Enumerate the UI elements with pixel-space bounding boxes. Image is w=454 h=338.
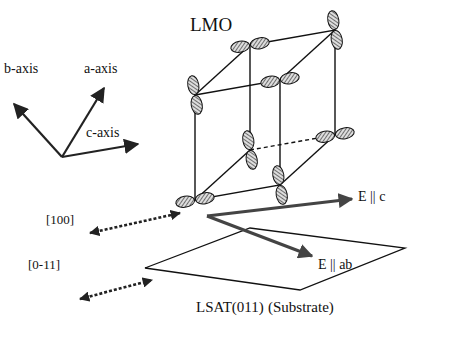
polarization-arrows <box>207 199 352 256</box>
axis-label: a-axis <box>84 60 117 77</box>
cube <box>195 30 335 200</box>
orbital-lobe <box>230 40 251 54</box>
orbital-lobe <box>330 29 344 50</box>
dir-100-arrow <box>90 213 180 233</box>
substrate-label: (Substrate) <box>268 298 334 316</box>
e-c-arrow <box>207 199 352 216</box>
dir-0-11-arrow <box>80 280 152 299</box>
cube-back <box>250 30 335 135</box>
direction-arrows <box>80 213 180 299</box>
orbital-lobe <box>175 195 196 209</box>
orbital-lobe <box>271 165 285 186</box>
orbital-lobe <box>334 126 355 140</box>
axes <box>14 88 138 157</box>
orbital-lobe <box>260 75 281 89</box>
axis-label: b-axis <box>4 60 38 77</box>
orbital-lobe <box>249 36 270 50</box>
orbital-lobe <box>194 191 215 205</box>
polarization-label: E || ab <box>318 256 352 273</box>
orbital-lobe <box>241 130 255 151</box>
orbital-lobe <box>190 94 204 115</box>
orbital-lobe <box>279 71 300 85</box>
direction-label: [0-11] <box>28 257 60 273</box>
direction-label: [100] <box>46 212 74 228</box>
c-axis-arrow <box>62 144 138 157</box>
substrate <box>145 228 405 290</box>
polarization-label: E || c <box>358 188 385 205</box>
axis-label: c-axis <box>86 124 119 141</box>
substrate-label: LSAT(011) <box>196 298 264 316</box>
orbital-lobe <box>186 75 200 96</box>
orbitals <box>175 10 355 209</box>
orbital-lobe <box>275 184 289 205</box>
orbital-lobe <box>326 10 340 31</box>
orbital-lobe <box>315 130 336 144</box>
structure-label: LMO <box>190 14 232 36</box>
a-axis-arrow <box>62 88 104 157</box>
orbital-lobe <box>245 149 259 170</box>
e-ab-arrow <box>207 216 312 256</box>
cube-front <box>195 80 280 200</box>
b-axis-arrow <box>14 104 62 157</box>
